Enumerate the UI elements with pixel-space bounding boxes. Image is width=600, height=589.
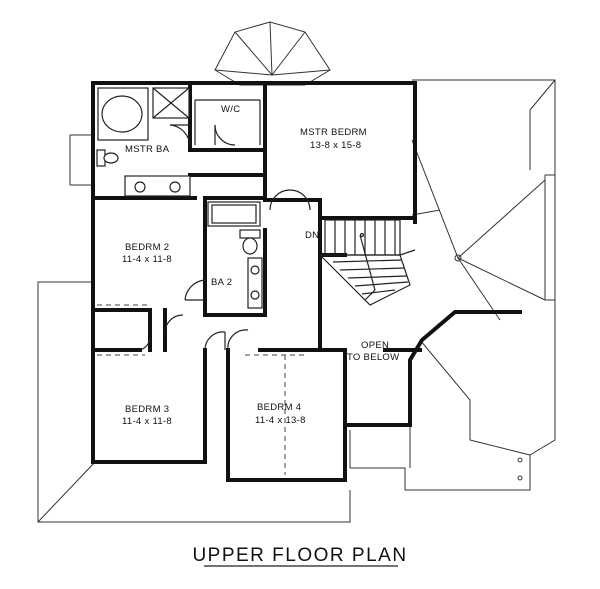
bedroom-2-label: BEDRM 2: [125, 242, 169, 253]
walk-in-closet-label: W/C: [221, 104, 240, 115]
doors: [139, 124, 311, 351]
room-labels: MSTR BEDRM 13-8 x 15-8 MSTR BA W/C BEDRM…: [122, 104, 399, 427]
master-bedroom-dimensions: 13-8 x 15-8: [310, 140, 361, 151]
bedroom-2-dimensions: 11-4 x 11-8: [122, 254, 172, 265]
master-bath-label: MSTR BA: [125, 144, 170, 155]
plan-title: UPPER FLOOR PLAN: [192, 545, 407, 566]
walls: [91, 81, 522, 482]
bath-2-label: BA 2: [211, 277, 232, 288]
bedroom-3-label: BEDRM 3: [125, 404, 169, 415]
open-to-below-line-1: OPEN: [361, 340, 389, 351]
stairs: [318, 219, 416, 306]
open-to-below-line-2: TO BELOW: [347, 352, 399, 363]
bedroom-4-label: BEDRM 4: [257, 402, 301, 413]
stair-down-label: DN: [305, 230, 319, 241]
bedroom-3-dimensions: 11-4 x 11-8: [122, 416, 172, 427]
master-bedroom-label: MSTR BEDRM: [300, 127, 367, 138]
fixtures: [96, 87, 305, 475]
bedroom-4-dimensions: 11-4 x 13-8: [255, 415, 306, 426]
